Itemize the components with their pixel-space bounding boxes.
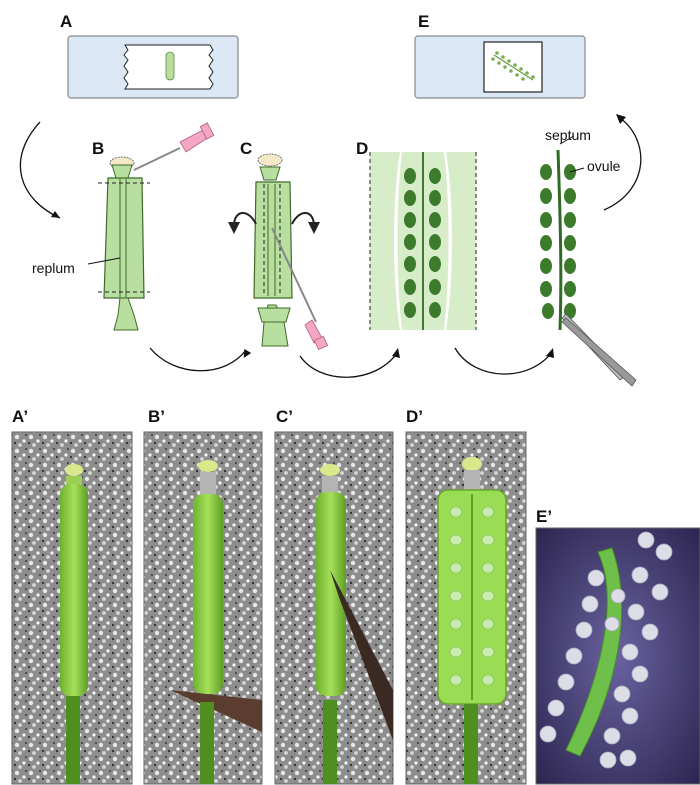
panel-label-d: D	[356, 139, 368, 158]
rotate-arrow-icon	[228, 212, 257, 234]
photo-d-prime	[405, 431, 527, 785]
arrowhead-icon	[546, 348, 554, 358]
curved-arrow-icon	[454, 347, 553, 375]
panel-label-a: A	[60, 12, 72, 31]
forceps-icon	[561, 313, 637, 387]
panel-label-c: C	[240, 139, 252, 158]
panel-label-a-prime: A’	[12, 407, 28, 426]
photo-b-prime	[143, 431, 263, 785]
label-ovule: ovule	[587, 158, 621, 174]
slide-e	[414, 35, 586, 99]
arrowhead-icon	[243, 349, 252, 358]
label-replum: replum	[32, 260, 75, 276]
panel-label-e: E	[418, 12, 429, 31]
photo-a-prime	[11, 431, 133, 785]
photo-c-prime	[274, 431, 394, 785]
curved-arrow-icon	[149, 347, 247, 372]
silique-c	[253, 153, 293, 347]
rotate-arrow-icon	[291, 212, 320, 234]
curved-arrow-icon	[603, 117, 642, 211]
slide-a	[67, 35, 239, 99]
curved-arrow-icon	[299, 351, 399, 378]
curved-arrow-icon	[19, 121, 61, 219]
septum-schematic	[540, 149, 576, 331]
needle-icon	[271, 227, 329, 351]
arrowhead-icon	[616, 114, 626, 124]
opened-silique-d	[369, 152, 477, 330]
panel-label-d-prime: D’	[406, 407, 423, 426]
photo-e-prime	[535, 527, 700, 785]
panel-label-e-prime: E’	[536, 507, 552, 526]
panel-label-b-prime: B’	[148, 407, 165, 426]
panel-label-b: B	[92, 139, 104, 158]
label-septum: septum	[545, 127, 591, 143]
arrowhead-icon	[51, 211, 60, 218]
silique-b	[98, 156, 150, 331]
arrowhead-icon	[392, 348, 400, 358]
needle-icon	[133, 122, 215, 171]
panel-label-c-prime: C’	[276, 407, 293, 426]
